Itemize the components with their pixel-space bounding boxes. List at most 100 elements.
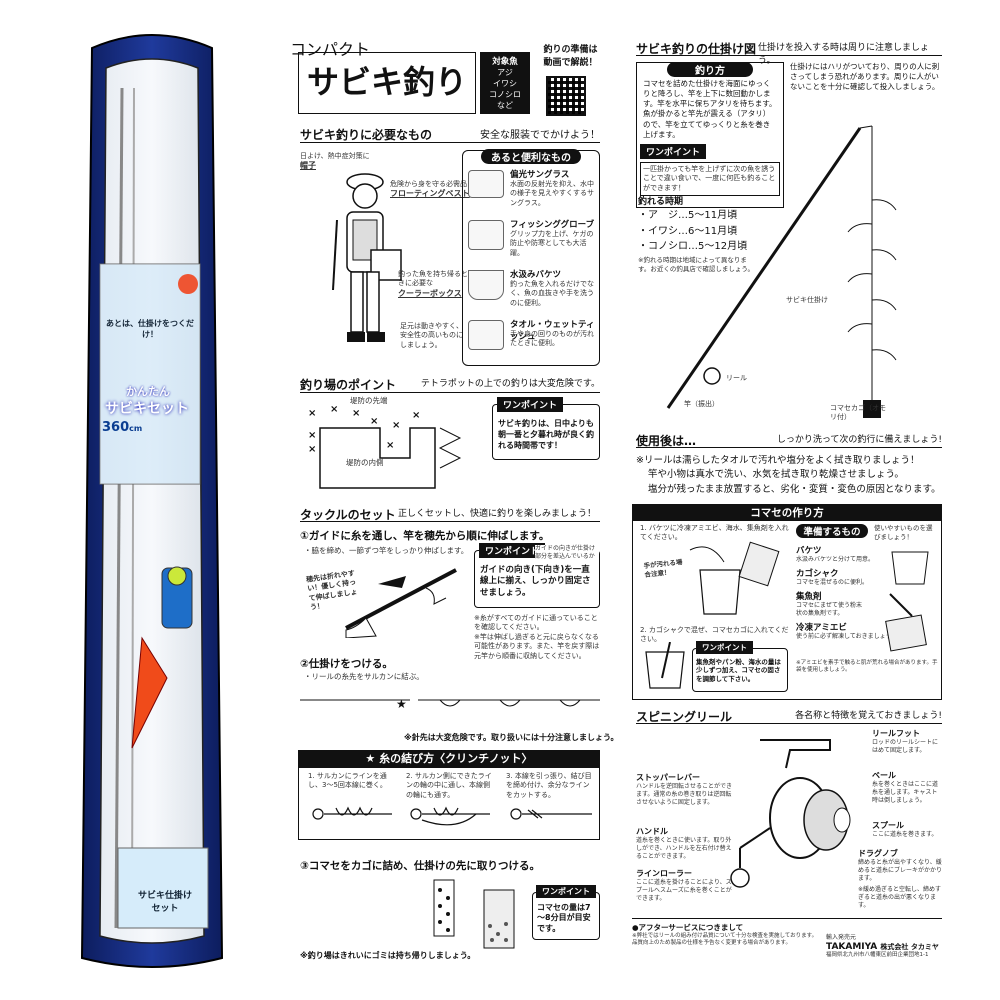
reel-part-desc: ハンドルを逆回転させることができます。通常の糸の巻き取りは逆回転させないように固…: [636, 783, 733, 807]
product-name-line2: サビキセット: [105, 401, 189, 417]
tool-desc: 使う前に必ず解凍しておきましょう。: [796, 633, 898, 641]
season-item: ・コノシロ…5～12月頃: [638, 241, 748, 252]
breakwater-inside-label: 堤防の内側: [346, 458, 384, 467]
tool-desc: 水汲みバケツと分けて用意。: [796, 556, 875, 563]
drag-note: ※緩め過ぎると空転し、締めすぎると道糸の出が悪くなります。: [858, 886, 942, 910]
rod-rig-diagram: [666, 125, 897, 418]
knot-step-3: 3. 本線を引っ張り、結び目を締め付け、余分なラインをカットする。: [506, 772, 592, 799]
needs-subtitle: 安全な服装ででかけよう！: [480, 130, 600, 141]
hat-note-text: 日よけ、熱中症対策に: [300, 152, 370, 160]
reel-part: ベール 糸を巻くときはここに道糸を通します。キャスト時は倒しましょう。: [872, 770, 942, 805]
useful-title: あると便利なもの: [481, 149, 581, 164]
reel-part: ラインローラー ここに道糸を掛けることにより、スプールへスムーズに糸を巻くことが…: [636, 868, 732, 903]
komase-bucket-illustration: [689, 541, 780, 615]
tackle-step1-note: ・脇を締め、一節ずつ竿をしっかり伸ばします。: [304, 546, 469, 555]
prep-tools-illustration: [885, 551, 929, 652]
rig-section-header: サビキ釣りの仕掛け図 仕掛けを投入する時は周りに注意しましょう。: [636, 38, 942, 66]
rig-title: サビキ釣りの仕掛け図: [636, 42, 757, 56]
beginner-badge-text: あとは、仕掛けをつくだけ！: [106, 319, 194, 339]
needs-title: サビキ釣りに必要なもの: [300, 128, 433, 142]
video-guide: 釣りの準備は 動画で解説！: [533, 42, 608, 68]
useful-item: フィッシンググローブ グリップ力を上げ、ケガの防止や防寒としても大活躍。: [468, 216, 598, 266]
after-service-text: ※弊社ではリールの組み付け品質について十分な検査を実施しております。品質向上のた…: [632, 933, 818, 947]
target-fish-box: 対象魚 アジ イワシ コノシロ など: [480, 52, 530, 114]
how-title: 釣り方: [667, 62, 753, 77]
komase-tip-box: ワンポイント 集魚剤やパン粉、海水の量は少しずつ加え、コマセの固さを調節して下さ…: [692, 641, 788, 692]
reel-part-name: ベール: [872, 771, 896, 780]
useful-item: 水汲みバケツ 釣った魚を入れるだけでなく、魚の血抜きや手を洗うのに便利。: [468, 266, 598, 316]
useful-items-list: 偏光サングラス 水面の反射光を抑え、水中の様子を見えやすくするサングラス。 フィ…: [468, 166, 598, 366]
svg-text:×: ×: [392, 420, 400, 431]
sub-pack-label-2: セット: [151, 904, 179, 914]
rod-extend-illustration: [345, 568, 457, 638]
svg-text:×: ×: [308, 430, 316, 441]
target-fish-1: イワシ: [493, 79, 517, 88]
rig-subtitle: 仕掛けを投入する時は周りに注意しましょう。: [758, 43, 930, 66]
reel-part: リールフット ロッドのリールシートにはめて固定します。: [872, 728, 942, 755]
towel-icon: [468, 320, 504, 350]
spot-title: 釣り場のポイント: [300, 378, 397, 392]
item-name: 水汲みバケツ: [510, 270, 562, 280]
tackle-step2: ②仕掛けをつける。: [300, 658, 393, 670]
mixing-bucket-icon: [645, 642, 685, 689]
item-name: 偏光サングラス: [510, 170, 570, 180]
cooler-label: クーラーボックス: [398, 288, 462, 298]
komase-bottom-note: ※アミエビを素手で触ると肌が荒れる場合があります。手袋を使用しましょう。: [796, 660, 938, 674]
qr-code-icon[interactable]: [546, 76, 586, 116]
season-title: 釣れる時期: [638, 197, 684, 207]
page-title: サビキ釣り: [306, 63, 467, 101]
reel-section-header: スピニングリール 各名称と特徴を覚えておきましょう!: [636, 706, 942, 725]
after-service-title: ●アフターサービスにつきまして: [632, 923, 744, 932]
prep-label: 釣りの準備は: [543, 45, 598, 55]
sunglasses-icon: [468, 170, 504, 198]
tackle-section-header: タックルのセット 正しくセットし、快適に釣りを楽しみましょう！: [300, 504, 600, 523]
header-title-box: サビキ釣り: [298, 52, 476, 114]
knot-steps-box: [298, 768, 600, 840]
useful-items-box: あると便利なもの: [462, 149, 600, 366]
after-line: 塩分が残ったまま放置すると、劣化・変質・変色の原因となります。: [648, 483, 941, 495]
tip3-label: ワンポイント: [536, 885, 596, 898]
prep-title: 準備するもの: [796, 524, 868, 538]
divider: [300, 521, 600, 522]
company-address: 福岡県北九州市八幡東区前田企業団地1-1: [826, 952, 929, 959]
spot-tip-label: ワンポイント: [497, 397, 564, 412]
tackle-tip-small: ガイドの向きが仕掛け部分を差込んでいるか: [535, 545, 599, 562]
divider: [636, 447, 942, 448]
divider: [636, 723, 942, 724]
divider: [300, 392, 600, 393]
company-info: 輸入発売元 TAKAMIYA 株式会社 タカミヤ 福岡県北九州市八幡東区前田企業…: [826, 934, 942, 960]
item-desc: グリップ力を上げ、ケガの防止や防寒としても大活躍。: [510, 230, 594, 257]
brand-logo: TAKAMIYA: [826, 942, 878, 953]
target-fish-0: アジ: [497, 68, 513, 77]
season-item: ・イワシ…6～11月頃: [638, 225, 738, 237]
reel-part: ドラグノブ 締めると糸が出やすくなり、緩めると道糸にブレーキがかかります。 ※緩…: [858, 848, 942, 911]
svg-text:×: ×: [352, 408, 360, 419]
item-desc: 手や身の回りのものが汚れたときに便利。: [510, 330, 594, 348]
needs-section-header: サビキ釣りに必要なもの 安全な服装ででかけよう！: [300, 124, 600, 143]
hat-label: 帽子: [300, 161, 316, 171]
tackle-subtitle: 正しくセットし、快適に釣りを楽しみましょう！: [398, 509, 597, 519]
reel-title: スピニングリール: [636, 710, 733, 724]
tool-name: 冷凍アミエビ: [796, 623, 847, 634]
tackle-note-2: ※竿は伸ばし過ぎると元に戻らなくなる可能性があります。また、竿を戻す際は元竿から…: [474, 632, 600, 660]
knot-step-1: 1. サルカンにラインを通し、3～5回本線に巻く。: [308, 772, 387, 790]
tackle-notes: ※糸がすべてのガイドに通っていることを確認してください。 ※竿は伸ばし過ぎると元…: [474, 614, 600, 661]
shoes-note: 足元は動きやすく、安全性の高いものにしましょう。: [400, 322, 463, 349]
svg-text:★: ★: [396, 697, 407, 711]
useful-item: タオル・ウェットティッシュ 手や身の回りのものが汚れたときに便利。: [468, 316, 598, 366]
spot-tip-box: ワンポイント サビキ釣りは、日中よりも朝一番と夕暮れ時が良く釣れる時間帯です！: [492, 397, 600, 460]
vest-note: 危険から身を守る必需品 フローティングベスト: [390, 180, 470, 200]
importer-label: 輸入発売元: [826, 934, 857, 941]
spot-section-header: 釣り場のポイント テトラポットの上での釣りは大変危険です。: [300, 374, 600, 393]
komase-amount-tip: ワンポイント コマセの量は7～8分目が目安です。: [532, 885, 600, 940]
how-to-box: 釣り方 コマセを詰めた仕掛けを海面にゆっくりと降ろし、竿を上下に数回動かします。…: [636, 62, 784, 208]
reel-part-desc: 締めると糸が出やすくなり、緩めると道糸にブレーキがかかります。: [858, 859, 943, 883]
tip3-text: コマセの量は7～8分目が目安です。: [537, 903, 591, 933]
rig-tip-text: 一匹掛かっても竿を上げずに次の魚を誘うことで違い食いで、一度に何匹も釣ることがで…: [640, 162, 780, 197]
reel-part-name: ストッパーレバー: [636, 773, 700, 782]
after-title: 使用後は…: [636, 434, 697, 448]
komase-tip-text: 集魚剤やパン粉、海水の量は少しずつ加え、コマセの固さを調節して下さい。: [696, 658, 781, 683]
reel-part-name: ドラグノブ: [858, 849, 898, 858]
divider: [636, 55, 942, 56]
knot-diagram: [312, 806, 592, 826]
